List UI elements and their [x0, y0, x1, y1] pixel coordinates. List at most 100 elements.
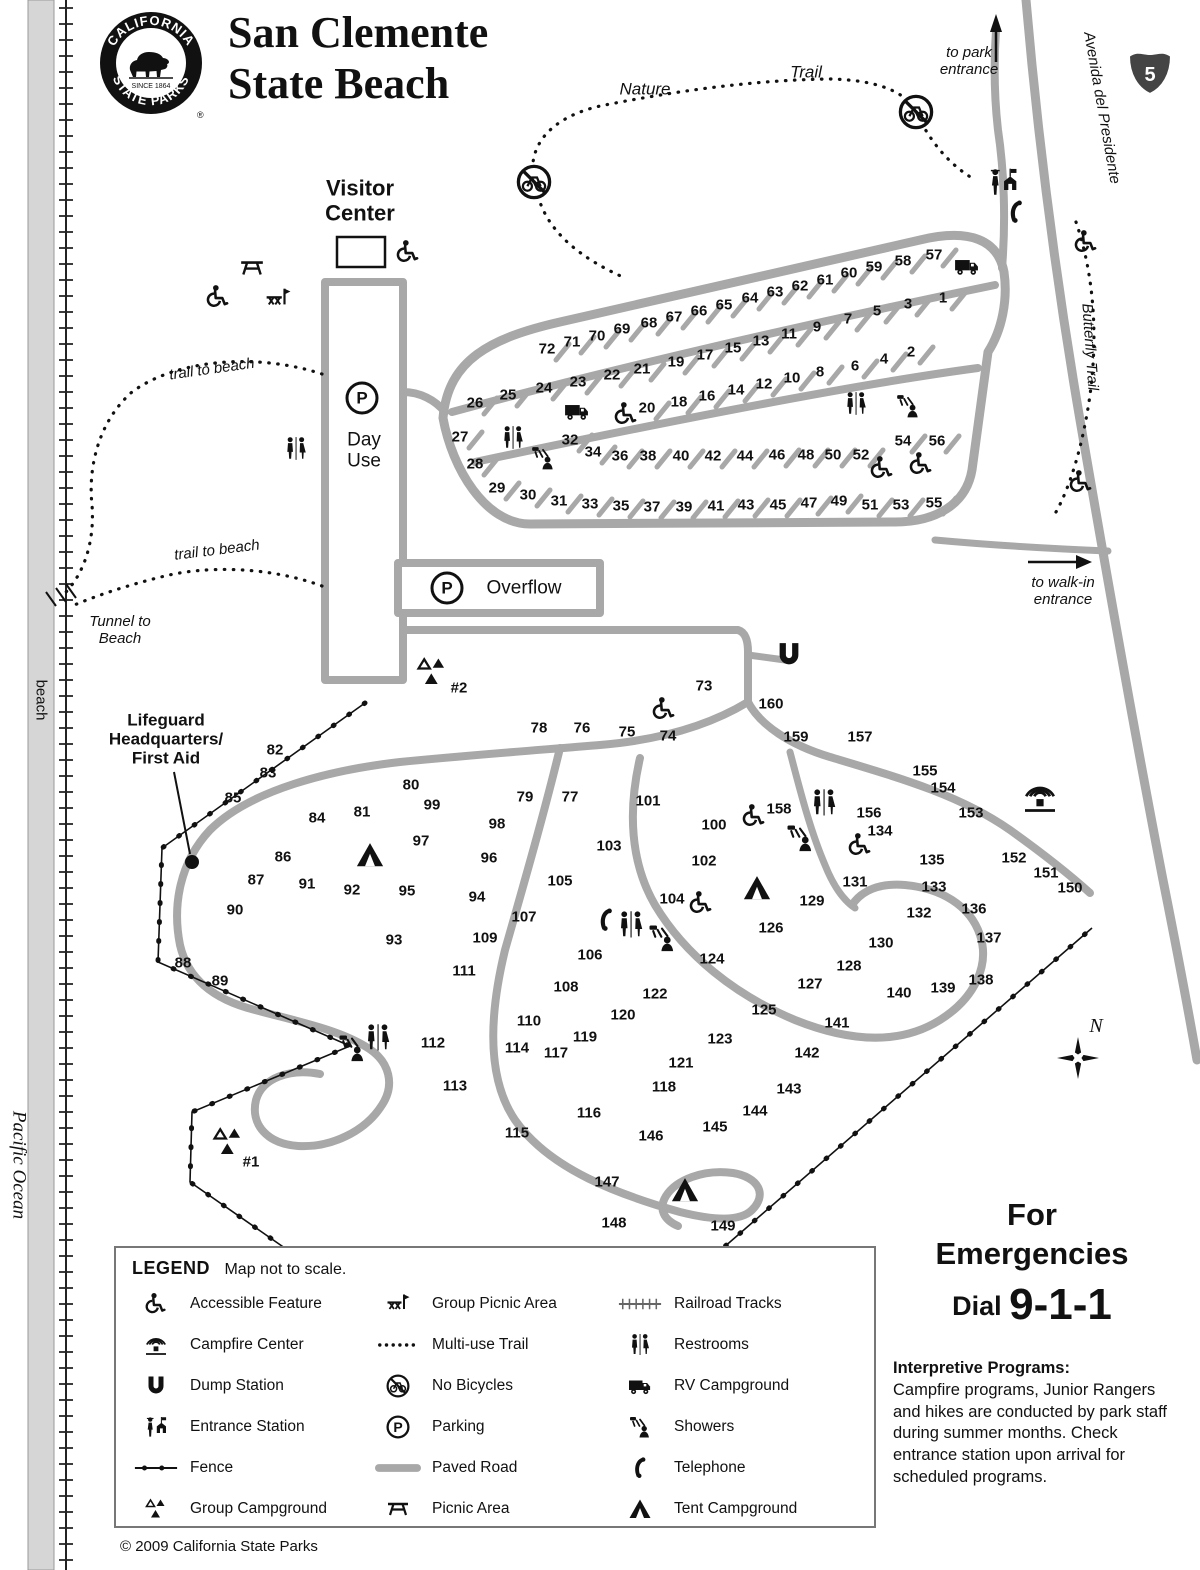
site-99: 99	[423, 796, 441, 814]
site-64: 64	[741, 289, 759, 307]
site-12: 12	[755, 375, 773, 393]
site-67: 67	[665, 308, 683, 326]
site-143: 143	[776, 1080, 802, 1098]
restrooms-icon	[621, 911, 643, 938]
site-160: 160	[758, 695, 784, 713]
visitor-center-building	[335, 235, 387, 269]
site-71: 71	[563, 333, 581, 351]
site-14: 14	[727, 381, 745, 399]
legend-item-trail: Multi-use Trail	[374, 1332, 616, 1358]
accessible-icon	[206, 284, 229, 308]
group-campground-1-label: #1	[242, 1153, 260, 1171]
no-bikes-icon	[386, 1374, 410, 1398]
beach-strip	[27, 0, 55, 1570]
restrooms-icon	[287, 437, 306, 460]
legend-item-no_bikes: No Bicycles	[374, 1373, 616, 1399]
page-title: San Clemente State Beach	[228, 8, 488, 109]
site-100: 100	[701, 816, 727, 834]
site-96: 96	[480, 849, 498, 867]
legend-item-label: Fence	[190, 1459, 234, 1476]
site-16: 16	[698, 387, 716, 405]
emergency-number: 9-1-1	[1009, 1279, 1112, 1329]
site-28: 28	[466, 455, 484, 473]
site-148: 148	[601, 1214, 627, 1232]
rv-icon	[955, 260, 978, 275]
nature-trail-path	[531, 77, 974, 198]
trail-icon	[378, 1343, 416, 1347]
tunnel-hatch	[45, 583, 77, 607]
site-155: 155	[912, 762, 938, 780]
site-83: 83	[259, 764, 277, 782]
campfire-icon	[145, 1338, 167, 1355]
site-58: 58	[894, 252, 912, 270]
site-141: 141	[824, 1014, 850, 1032]
fence-icon	[133, 1464, 179, 1472]
site-127: 127	[797, 975, 823, 993]
legend-item-label: Parking	[432, 1418, 485, 1435]
site-49: 49	[830, 492, 848, 510]
site-147: 147	[594, 1173, 620, 1191]
site-22: 22	[603, 366, 621, 384]
to-park-entrance-label: to park entrance	[939, 44, 999, 78]
site-17: 17	[696, 346, 714, 364]
campfire-icon	[1023, 786, 1057, 812]
site-130: 130	[868, 934, 894, 952]
group-camp-icon	[145, 1498, 166, 1519]
site-38: 38	[639, 447, 657, 465]
legend-item-label: Accessible Feature	[190, 1295, 322, 1312]
site-126: 126	[758, 919, 784, 937]
legend-item-label: No Bicycles	[432, 1377, 513, 1394]
site-65: 65	[715, 296, 733, 314]
site-82: 82	[266, 741, 284, 759]
registered-mark: ®	[197, 110, 204, 120]
site-86: 86	[274, 848, 292, 866]
emergency-line-1: For	[1007, 1197, 1057, 1232]
picnic-icon	[386, 1502, 410, 1517]
dump-icon	[148, 1376, 164, 1394]
accessible-icon	[614, 401, 637, 425]
site-39: 39	[675, 498, 693, 516]
title-line-1: San Clemente	[228, 8, 489, 57]
site-63: 63	[766, 283, 784, 301]
legend-note: Map not to scale.	[224, 1261, 347, 1278]
nature-trail-label-2: Trail	[790, 62, 822, 82]
day-use-parking-icon: P	[345, 381, 379, 415]
site-92: 92	[343, 881, 361, 899]
site-85: 85	[224, 789, 242, 807]
site-81: 81	[353, 803, 371, 821]
bear-icon	[129, 52, 169, 77]
site-33: 33	[581, 495, 599, 513]
railroad-icon	[617, 1297, 663, 1311]
site-42: 42	[704, 447, 722, 465]
site-66: 66	[690, 302, 708, 320]
accessible-icon	[689, 890, 712, 914]
site-80: 80	[402, 776, 420, 794]
legend-title: LEGEND	[132, 1258, 211, 1278]
legend-item-label: Multi-use Trail	[432, 1336, 529, 1353]
compass-icon	[1057, 1037, 1099, 1079]
restrooms-icon	[504, 426, 523, 449]
restrooms-icon	[814, 789, 836, 816]
site-31: 31	[550, 492, 568, 510]
site-37: 37	[643, 498, 661, 516]
tunnel-to-beach-label: Tunnel to Beach	[89, 613, 151, 647]
site-119: 119	[572, 1028, 598, 1046]
legend-item-road: Paved Road	[374, 1455, 616, 1481]
site-136: 136	[961, 900, 987, 918]
dump-icon	[779, 643, 799, 665]
site-149: 149	[710, 1217, 736, 1235]
site-151: 151	[1033, 864, 1059, 882]
group-picnic-icon	[386, 1293, 410, 1311]
showers-icon	[896, 394, 919, 419]
site-113: 113	[442, 1077, 468, 1095]
site-159: 159	[783, 728, 809, 746]
site-97: 97	[412, 832, 430, 850]
site-152: 152	[1001, 849, 1027, 867]
site-40: 40	[672, 447, 690, 465]
site-2: 2	[906, 343, 916, 361]
site-133: 133	[921, 878, 947, 896]
overflow-parking-icon: P	[430, 571, 464, 605]
site-25: 25	[499, 386, 517, 404]
accessible-icon	[909, 451, 932, 475]
